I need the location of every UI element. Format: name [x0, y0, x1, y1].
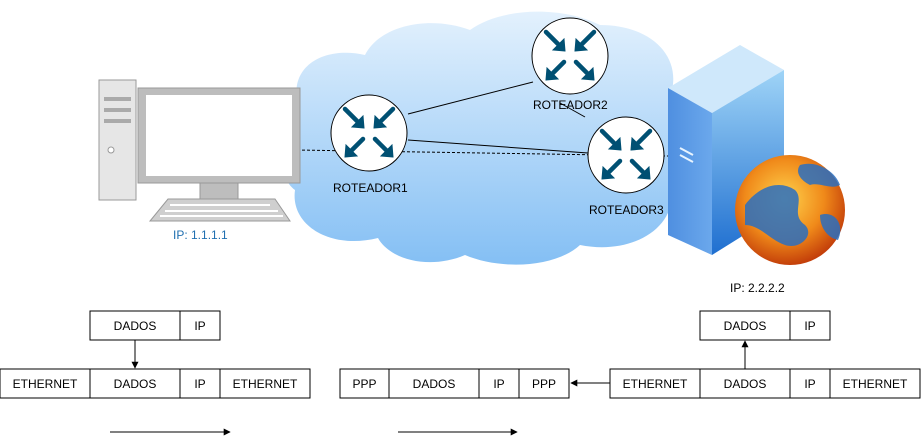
frame-left-top: DADOS IP: [89, 310, 221, 341]
frame-cell: DADOS: [724, 377, 767, 391]
client-ip-label: IP: 1.1.1.1: [173, 228, 228, 242]
link-r2-r3: [559, 102, 586, 118]
frame-left-bottom: ETHERNET DADOS IP ETHERNET: [0, 368, 311, 399]
frame-cell: IP: [194, 377, 205, 391]
frame-cell: IP: [194, 319, 205, 333]
router-1-label: ROTEADOR1: [333, 181, 408, 195]
frame-cell: DADOS: [724, 319, 767, 333]
frame-cell: DADOS: [114, 377, 157, 391]
server-ip-label: IP: 2.2.2.2: [730, 281, 785, 295]
router-3-icon: [588, 117, 664, 193]
frame-cell: PPP: [532, 377, 556, 391]
globe-icon: [735, 155, 845, 265]
frame-right-bottom: ETHERNET DADOS IP ETHERNET: [609, 368, 921, 399]
frame-cell: PPP: [352, 377, 376, 391]
frame-cell: IP: [804, 319, 815, 333]
frame-cell: IP: [493, 377, 504, 391]
frame-cell: ETHERNET: [843, 377, 908, 391]
router-1-icon: [331, 95, 407, 171]
frame-middle: PPP DADOS IP PPP: [339, 368, 570, 399]
router-2-label: ROTEADOR2: [533, 98, 608, 112]
frame-cell: DADOS: [114, 319, 157, 333]
frame-cell: ETHERNET: [623, 377, 688, 391]
frame-cell: ETHERNET: [13, 377, 78, 391]
router-3-label: ROTEADOR3: [589, 203, 664, 217]
link-r1-r3: [407, 139, 589, 154]
client-computer-icon: [98, 79, 301, 222]
frame-cell: ETHERNET: [233, 377, 298, 391]
frame-cell: IP: [804, 377, 815, 391]
link-r1-r2: [407, 81, 534, 115]
router-2-icon: [532, 18, 608, 94]
frame-cell: DADOS: [413, 377, 456, 391]
frame-right-top: DADOS IP: [699, 310, 831, 341]
